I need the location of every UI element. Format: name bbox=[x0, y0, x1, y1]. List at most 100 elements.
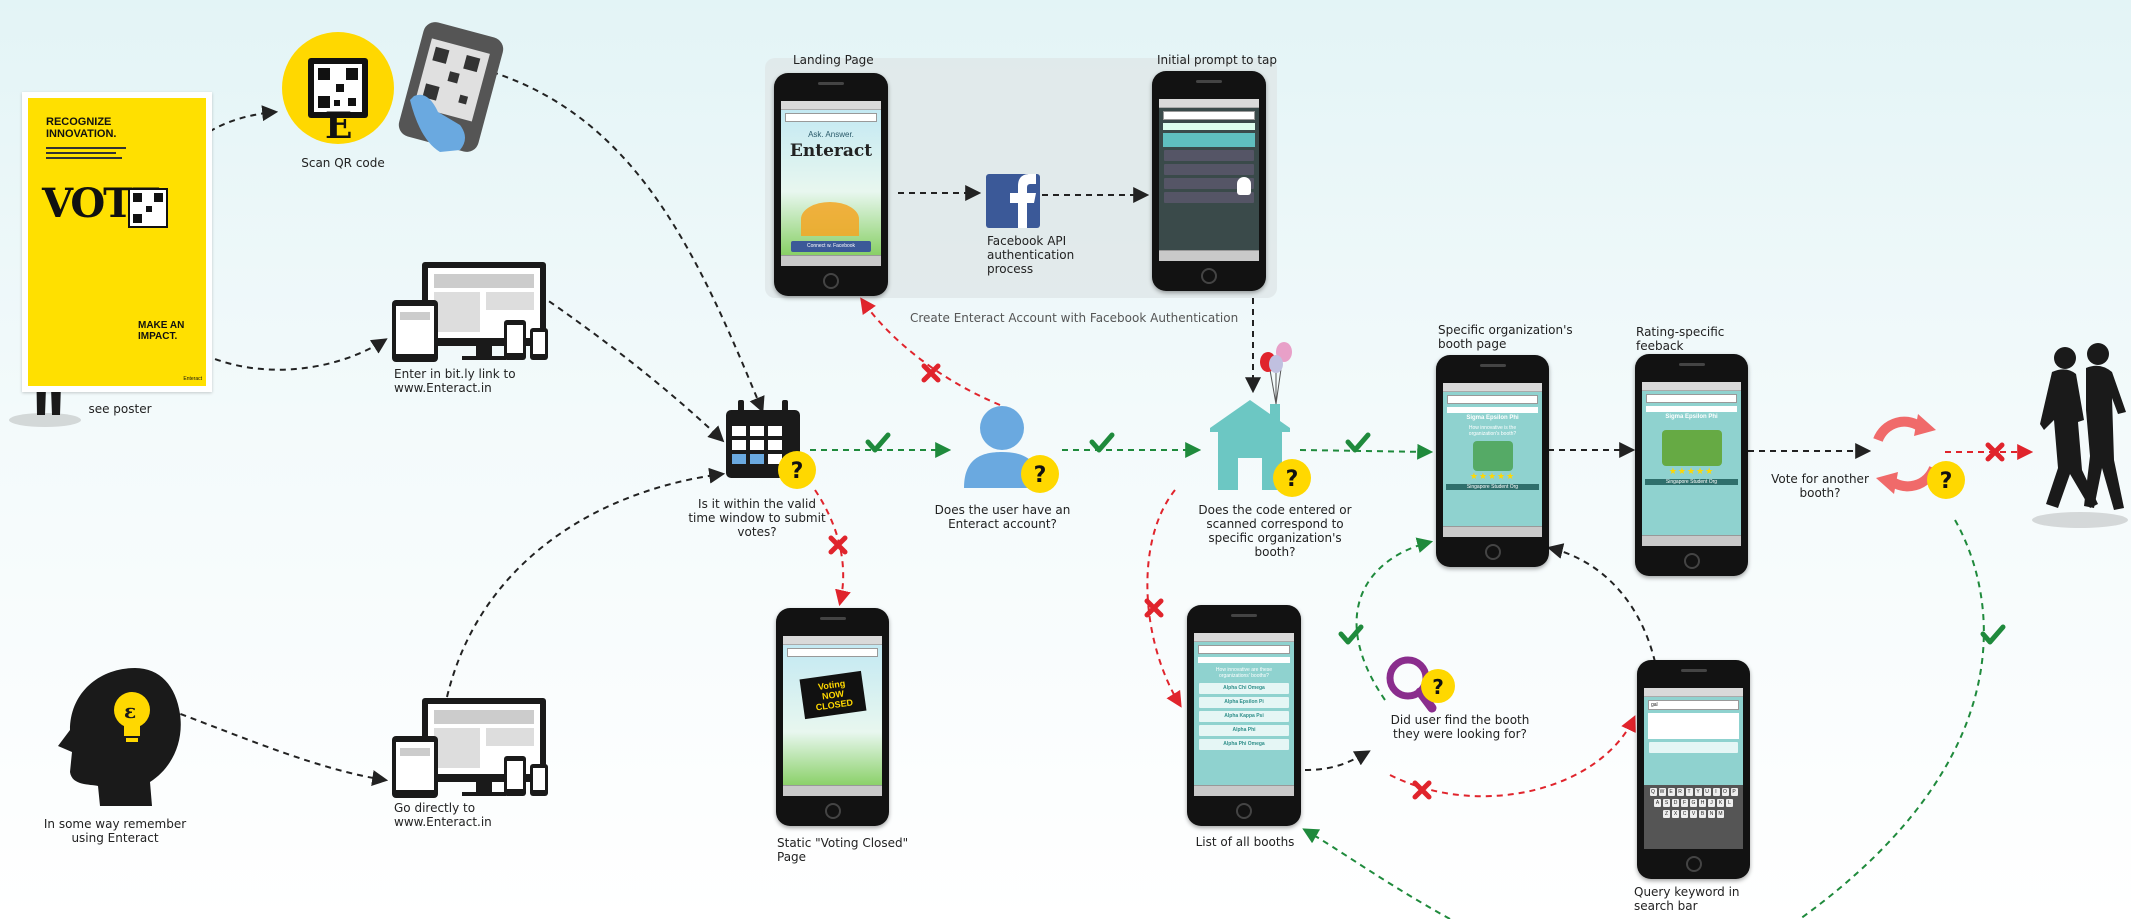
arrow-list-to-find bbox=[1304, 750, 1371, 771]
label-scan-qr: Scan QR code bbox=[301, 156, 385, 170]
label-voting-closed: Static "Voting Closed" Page bbox=[777, 836, 909, 864]
booth-list-item[interactable]: Alpha Chi Omega bbox=[1199, 683, 1289, 694]
arrow-house-to-booth bbox=[1299, 443, 1434, 460]
connect-facebook-button[interactable]: Connect w. Facebook bbox=[791, 241, 871, 252]
keyboard-key[interactable]: N bbox=[1708, 810, 1715, 818]
rating-star-row[interactable]: ★★★★★ bbox=[1668, 466, 1715, 476]
walking-people-icon bbox=[2032, 343, 2128, 528]
arrow-house-to-list bbox=[1146, 489, 1182, 708]
keyboard-key[interactable]: M bbox=[1717, 810, 1724, 818]
phone-booth-page: Sigma Epsilon Phi How innovative is the … bbox=[1436, 355, 1549, 567]
cross-icon bbox=[1144, 598, 1164, 618]
keyboard-key[interactable]: F bbox=[1681, 799, 1688, 807]
rating-booth-name: Sigma Epsilon Phi bbox=[1665, 414, 1718, 420]
keyboard-key[interactable]: Y bbox=[1694, 788, 1702, 796]
keyboard-key[interactable]: B bbox=[1699, 810, 1706, 818]
label-vote-another: Vote for another booth? bbox=[1771, 472, 1869, 500]
svg-text:?: ? bbox=[1286, 467, 1299, 492]
keyboard-key[interactable]: T bbox=[1685, 788, 1693, 796]
keyboard-key[interactable]: A bbox=[1654, 799, 1661, 807]
poster-brand: Enteract bbox=[183, 376, 202, 382]
label-go-directly: Go directly to www.Enteract.in bbox=[394, 801, 492, 829]
qr-code-icon: E bbox=[282, 32, 394, 147]
keyboard-key[interactable]: G bbox=[1690, 799, 1697, 807]
cross-icon bbox=[1985, 442, 2005, 462]
question-icon: ? bbox=[1273, 459, 1311, 497]
booth-list-item[interactable]: Alpha Phi bbox=[1199, 725, 1289, 736]
label-see-poster: see poster bbox=[88, 402, 152, 416]
house-icon bbox=[1210, 342, 1292, 490]
keyboard-key[interactable]: K bbox=[1717, 799, 1724, 807]
label-list-booths: List of all booths bbox=[1195, 835, 1295, 849]
label-initial-prompt: Initial prompt to tap bbox=[1157, 53, 1278, 67]
check-icon bbox=[1980, 624, 2006, 645]
arrow-search-to-booth bbox=[1546, 543, 1656, 663]
keyboard-key[interactable]: J bbox=[1708, 799, 1715, 807]
booth-list-item[interactable]: Alpha Phi Omega bbox=[1199, 739, 1289, 750]
arrow-remember-to-go bbox=[169, 709, 389, 786]
keyboard-key[interactable]: U bbox=[1703, 788, 1711, 796]
booth-list-item[interactable]: Alpha Kappa Psi bbox=[1199, 711, 1289, 722]
question-icon: ? bbox=[778, 451, 816, 489]
svg-text:?: ? bbox=[791, 459, 804, 484]
booth-name: Sigma Epsilon Phi bbox=[1466, 415, 1519, 421]
cross-icon bbox=[921, 363, 941, 383]
booth-list-item[interactable]: Alpha Epsilon Pi bbox=[1199, 697, 1289, 708]
label-rating-feedback: Rating-specific feeback bbox=[1636, 325, 1725, 353]
keyboard-key[interactable]: W bbox=[1658, 788, 1666, 796]
vote-poster: RECOGNIZE INNOVATION. VOTE MAKE AN IMPAC… bbox=[22, 92, 212, 392]
check-icon bbox=[1345, 432, 1371, 453]
svg-text:ε: ε bbox=[124, 699, 136, 723]
keyboard-key[interactable]: D bbox=[1672, 799, 1679, 807]
svg-text:E: E bbox=[325, 105, 352, 147]
keyboard-key[interactable]: I bbox=[1712, 788, 1720, 796]
rating-footer: Singapore Student Org bbox=[1645, 479, 1738, 485]
idea-head-icon: ε bbox=[58, 668, 181, 806]
keyboard-key[interactable]: O bbox=[1721, 788, 1729, 796]
keyboard-key[interactable]: S bbox=[1663, 799, 1670, 807]
keyboard-key[interactable]: X bbox=[1672, 810, 1679, 818]
label-enter-bitly: Enter in bit.ly link to www.Enteract.in bbox=[394, 367, 516, 395]
check-icon bbox=[1338, 624, 1364, 645]
search-bar-input[interactable]: gal bbox=[1648, 700, 1739, 710]
booth-question: How innovative is the organization's boo… bbox=[1468, 425, 1517, 437]
keyboard-key[interactable]: H bbox=[1699, 799, 1706, 807]
keyboard-key[interactable]: Q bbox=[1649, 788, 1657, 796]
label-landing-page: Landing Page bbox=[793, 53, 874, 67]
devices-icon bbox=[392, 698, 548, 798]
phone-initial-prompt bbox=[1152, 71, 1266, 291]
phone-voting-closed: Voting NOW CLOSED bbox=[776, 608, 889, 826]
facebook-icon bbox=[986, 174, 1040, 228]
question-icon: ? bbox=[1927, 461, 1965, 499]
user-icon bbox=[964, 406, 1040, 488]
keyboard-key[interactable]: E bbox=[1667, 788, 1675, 796]
label-create-account: Create Enteract Account with Facebook Au… bbox=[910, 311, 1239, 325]
poster-subtext bbox=[46, 144, 136, 162]
poster-headline: RECOGNIZE INNOVATION. bbox=[46, 116, 117, 140]
voting-closed-sign: Voting NOW CLOSED bbox=[799, 670, 866, 720]
booth-footer: Singapore Student Org bbox=[1446, 484, 1539, 490]
keyboard-key[interactable]: L bbox=[1726, 799, 1733, 807]
keyboard-key[interactable]: R bbox=[1676, 788, 1684, 796]
svg-text:?: ? bbox=[1940, 469, 1953, 494]
arrow-bottom-to-list bbox=[1302, 828, 1451, 919]
check-icon bbox=[865, 432, 891, 453]
keyboard-key[interactable]: Z bbox=[1663, 810, 1670, 818]
keyboard-key[interactable]: P bbox=[1730, 788, 1738, 796]
check-icon bbox=[1089, 432, 1115, 453]
booth-star-rating[interactable]: ★★★★★ bbox=[1469, 471, 1516, 481]
keyboard-key[interactable]: C bbox=[1681, 810, 1688, 818]
label-specific-booth: Specific organization's booth page bbox=[1438, 323, 1573, 351]
landing-logo: Enteract bbox=[789, 141, 873, 161]
arrow-find-to-booth bbox=[1355, 537, 1434, 701]
question-icon: ? bbox=[1421, 669, 1455, 703]
keyboard-key[interactable]: V bbox=[1690, 810, 1697, 818]
label-query-keyword: Query keyword in search bar bbox=[1634, 885, 1740, 913]
